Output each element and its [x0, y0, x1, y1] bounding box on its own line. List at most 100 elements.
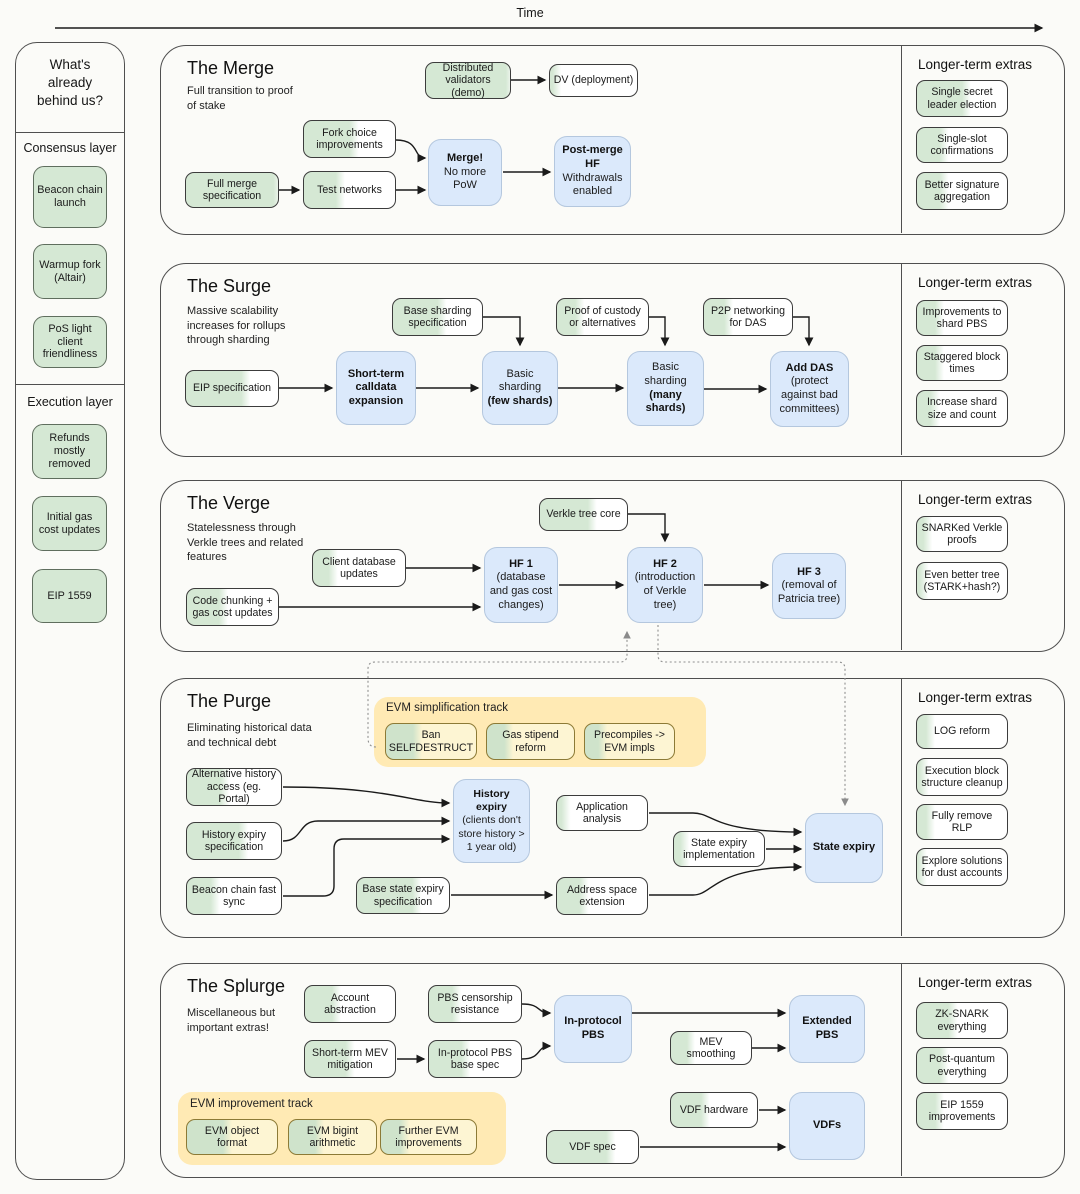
calldata-expansion-box: Short-term calldata expansion [336, 351, 416, 425]
extras-divider [901, 46, 902, 233]
hf2-box: HF 2 (introduction of Verkle tree) [627, 547, 703, 623]
extra-item: Explore solutions for dust accounts [916, 848, 1008, 886]
milestone-title: Short-term calldata expansion [347, 367, 405, 407]
milestone-title: Post-merge HF [562, 144, 623, 170]
extra-item: Single secret leader election [916, 80, 1008, 117]
dv-deployment-box: DV (deployment) [549, 64, 638, 97]
test-networks-box: Test networks [303, 171, 396, 209]
milestone-title: History expiry [473, 788, 510, 814]
extras-title: Longer-term extras [918, 57, 1033, 72]
extras-title: Longer-term extras [918, 690, 1033, 705]
distributed-validators-box: Distributed validators (demo) [425, 62, 511, 99]
section-title: The Surge [187, 276, 272, 296]
eip-1559-box: EIP 1559 [32, 569, 107, 623]
beacon-chain-launch-box: Beacon chain launch [33, 166, 107, 228]
section-title: The Purge [187, 691, 272, 711]
evm-bigint-arithmetic-box: EVM bigint arithmetic [288, 1119, 377, 1155]
extra-item: Post-quantum everything [916, 1047, 1008, 1084]
vdf-hardware-box: VDF hardware [670, 1092, 758, 1128]
in-protocol-pbs-base-spec-box: In-protocol PBS base spec [428, 1040, 522, 1078]
state-expiry-box: State expiry [805, 813, 883, 883]
extras-divider [901, 264, 902, 455]
milestone-title: State expiry [812, 841, 876, 854]
evm-object-format-box: EVM object format [186, 1119, 278, 1155]
precompiles-evm-impls-box: Precompiles -> EVM impls [584, 723, 675, 760]
section-the-merge: The Merge Full transition to proof of st… [160, 45, 1065, 235]
sidebar-behind-us-panel [15, 42, 125, 1180]
address-space-extension-box: Address space extension [556, 877, 648, 915]
milestone-sub: (protect against bad committees) [779, 375, 840, 415]
milestone-title: In-protocol PBS [564, 1015, 622, 1041]
milestone-title: Merge! [446, 152, 484, 165]
extra-item: Better signature aggregation [916, 172, 1008, 210]
account-abstraction-box: Account abstraction [304, 985, 396, 1023]
base-state-expiry-spec-box: Base state expiry specification [356, 877, 450, 914]
section-desc: Full transition to proof of stake [187, 85, 293, 112]
extras-divider [901, 679, 902, 936]
ban-selfdestruct-box: Ban SELFDESTRUCT [385, 723, 477, 760]
extra-item: Fully remove RLP [916, 804, 1008, 840]
milestone-title: Extended PBS [802, 1015, 852, 1041]
extra-item: ZK-SNARK everything [916, 1002, 1008, 1039]
extra-item: EIP 1559 improvements [916, 1092, 1008, 1130]
milestone-sub: (database and gas cost changes) [489, 571, 553, 611]
beacon-chain-fast-sync-box: Beacon chain fast sync [186, 877, 282, 915]
extras-divider [901, 964, 902, 1176]
p2p-networking-das-box: P2P networking for DAS [703, 298, 793, 336]
further-evm-improvements-box: Further EVM improvements [380, 1119, 477, 1155]
full-merge-spec-box: Full merge specification [185, 172, 279, 208]
section-the-splurge: The Splurge Miscellaneous but important … [160, 963, 1065, 1178]
milestone-title: HF 3 [797, 565, 821, 578]
extras-divider [901, 481, 902, 650]
section-title: The Merge [187, 58, 275, 78]
milestone-sub: Withdrawals enabled [562, 171, 623, 198]
extra-item: Even better tree (STARK+hash?) [916, 562, 1008, 600]
add-das-box: Add DAS (protect against bad committees) [770, 351, 849, 427]
extra-item: SNARKed Verkle proofs [916, 516, 1008, 552]
extras-title: Longer-term extras [918, 975, 1033, 990]
extra-item: Single-slot confirmations [916, 127, 1008, 163]
fork-choice-box: Fork choice improvements [303, 120, 396, 158]
milestone-sub: (removal of Patricia tree) [777, 579, 841, 605]
time-axis-label: Time [516, 6, 544, 20]
gas-stipend-reform-box: Gas stipend reform [486, 723, 575, 760]
milestone-sub: Basic sharding [498, 367, 542, 394]
milestone-sub: No more PoW [443, 165, 487, 192]
hf3-box: HF 3 (removal of Patricia tree) [772, 553, 846, 619]
mev-smoothing-box: MEV smoothing [670, 1031, 752, 1065]
short-term-mev-mitigation-box: Short-term MEV mitigation [304, 1040, 396, 1078]
extra-item: Increase shard size and count [916, 390, 1008, 427]
milestone-title: (few shards) [487, 394, 553, 407]
verkle-tree-core-box: Verkle tree core [539, 498, 628, 531]
sidebar-divider [15, 384, 125, 385]
section-the-surge: The Surge Massive scalability increases … [160, 263, 1065, 457]
milestone-sub: (introduction of Verkle tree) [634, 571, 696, 611]
warmup-fork-box: Warmup fork (Altair) [33, 244, 107, 299]
section-desc: Massive scalability increases for rollup… [187, 305, 286, 347]
application-analysis-box: Application analysis [556, 795, 648, 831]
evm-simplification-track-label: EVM simplification track [386, 702, 509, 714]
history-expiry-box: History expiry (clients don't store hist… [453, 779, 530, 863]
extended-pbs-box: Extended PBS [789, 995, 865, 1063]
proof-of-custody-box: Proof of custody or alternatives [556, 298, 649, 336]
extra-item: Execution block structure cleanup [916, 758, 1008, 796]
section-desc: Statelessness through Verkle trees and r… [187, 522, 304, 564]
basic-sharding-many-box: Basic sharding (many shards) [627, 351, 704, 426]
milestone-title: Add DAS [785, 361, 834, 374]
milestone-title: HF 1 [509, 557, 533, 570]
sidebar-title: What's already behind us? [36, 57, 104, 109]
extra-item: LOG reform [916, 714, 1008, 749]
state-expiry-implementation-box: State expiry implementation [673, 831, 765, 867]
milestone-title: VDFs [812, 1119, 842, 1132]
client-database-updates-box: Client database updates [312, 549, 406, 587]
milestone-title: (many shards) [645, 388, 686, 415]
history-expiry-spec-box: History expiry specification [186, 822, 282, 860]
extras-title: Longer-term extras [918, 275, 1033, 290]
execution-layer-label: Execution layer [27, 395, 113, 409]
sidebar-divider [15, 132, 125, 133]
post-merge-hf-box: Post-merge HF Withdrawals enabled [554, 136, 631, 207]
code-chunking-box: Code chunking + gas cost updates [186, 588, 279, 626]
section-desc: Miscellaneous but important extras! [187, 1007, 276, 1034]
base-sharding-spec-box: Base sharding specification [392, 298, 483, 336]
